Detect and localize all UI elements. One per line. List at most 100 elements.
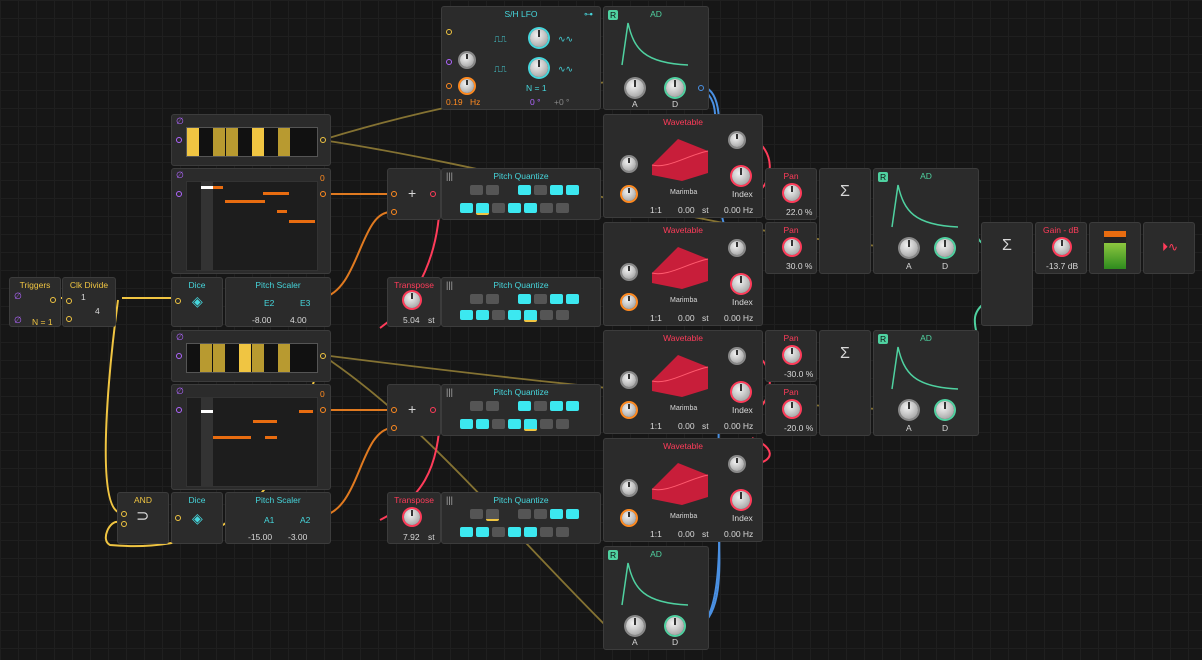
pitch-quantize-module-1[interactable]: ||| Pitch Quantize xyxy=(441,168,601,220)
note-sequencer-top[interactable]: ∅ 0 xyxy=(171,168,331,274)
pitch-quantize-module-4[interactable]: ||| Pitch Quantize xyxy=(441,492,601,544)
pan-module-3[interactable]: Pan -30.0 % xyxy=(765,330,817,382)
decay-knob[interactable] xyxy=(666,617,684,635)
fine-knob[interactable] xyxy=(622,403,636,417)
mixer-sum-module-2[interactable]: Σ xyxy=(819,330,871,436)
seq-in-port[interactable] xyxy=(176,407,182,413)
black-keys[interactable] xyxy=(470,509,579,521)
index-knob[interactable] xyxy=(732,167,750,185)
pitch-knob[interactable] xyxy=(622,265,636,279)
sh-lfo-module[interactable]: S/H LFO ⊶ ⎍⎍ ∿∿ ⎍⎍ ∿∿ N = 1 0.19 Hz 0 ° … xyxy=(441,6,601,110)
wavetable-module-2[interactable]: Wavetable Marimba Index 1:1 0.00 st 0.00… xyxy=(603,222,763,326)
triggers-module[interactable]: Triggers ∅ ∅ N = 1 xyxy=(9,277,61,327)
index-knob[interactable] xyxy=(732,491,750,509)
fine-knob[interactable] xyxy=(622,187,636,201)
pitch-knob[interactable] xyxy=(622,157,636,171)
gate-in-port[interactable] xyxy=(176,137,182,143)
wavetable-display[interactable] xyxy=(648,243,710,291)
ad-envelope-top[interactable]: R AD A D xyxy=(603,6,709,110)
white-keys[interactable] xyxy=(460,419,569,431)
piano-roll[interactable] xyxy=(186,397,318,487)
index-knob[interactable] xyxy=(732,383,750,401)
add-module-2[interactable]: + xyxy=(387,384,441,436)
step-sequencer-top[interactable]: ∅ xyxy=(171,114,331,166)
black-keys[interactable] xyxy=(470,294,579,304)
attack-knob[interactable] xyxy=(900,239,918,257)
ad-envelope-mid-2[interactable]: R AD A D xyxy=(873,330,979,436)
and-module[interactable]: AND ⊃ xyxy=(117,492,169,544)
ad-envelope-bottom[interactable]: R AD A D xyxy=(603,546,709,650)
envelope-graph[interactable] xyxy=(620,559,690,607)
clock-in-port[interactable] xyxy=(66,298,72,304)
retrigger-badge[interactable]: R xyxy=(878,334,889,344)
ad-envelope-mid-1[interactable]: R AD A D xyxy=(873,168,979,274)
pitch-quantize-module-3[interactable]: ||| Pitch Quantize xyxy=(441,384,601,436)
decay-knob[interactable] xyxy=(936,239,954,257)
lfo-mod-port[interactable] xyxy=(446,59,452,65)
gate-out-port[interactable] xyxy=(320,137,326,143)
retrigger-badge[interactable]: R xyxy=(608,10,619,20)
index-mod-knob[interactable] xyxy=(730,133,744,147)
decay-knob[interactable] xyxy=(936,401,954,419)
env-out-port[interactable] xyxy=(698,85,704,91)
retrigger-badge[interactable]: R xyxy=(608,550,619,560)
reset-in-port[interactable] xyxy=(66,316,72,322)
white-keys[interactable] xyxy=(460,527,569,537)
dice-module-1[interactable]: Dice ◈ xyxy=(171,277,223,327)
lfo-in-port[interactable] xyxy=(446,29,452,35)
add-module-1[interactable]: + xyxy=(387,168,441,220)
fine-knob[interactable] xyxy=(622,511,636,525)
lfo-knob-small[interactable] xyxy=(460,53,474,67)
wavetable-module-3[interactable]: Wavetable Marimba Index 1:1 0.00 st 0.00… xyxy=(603,330,763,434)
white-keys[interactable] xyxy=(460,310,569,322)
pan-knob[interactable] xyxy=(784,239,800,255)
step-sequencer-bottom[interactable]: ∅ xyxy=(171,330,331,382)
note-sequencer-bottom[interactable]: ∅ 0 xyxy=(171,384,331,490)
and-in-b[interactable] xyxy=(121,521,127,527)
gate-steps[interactable] xyxy=(186,343,318,373)
lfo-shape-knob-2[interactable] xyxy=(530,59,548,77)
pan-module-2[interactable]: Pan 30.0 % xyxy=(765,222,817,274)
pan-module-4[interactable]: Pan -20.0 % xyxy=(765,384,817,436)
index-mod-knob[interactable] xyxy=(730,457,744,471)
black-keys[interactable] xyxy=(470,185,579,195)
white-keys[interactable] xyxy=(460,203,569,215)
pitch-out-port[interactable] xyxy=(320,191,326,197)
index-mod-knob[interactable] xyxy=(730,241,744,255)
gain-knob[interactable] xyxy=(1054,239,1070,255)
pitch-quantize-module-2[interactable]: ||| Pitch Quantize xyxy=(441,277,601,327)
transpose-knob[interactable] xyxy=(404,292,420,308)
pitch-knob[interactable] xyxy=(622,373,636,387)
seq-in-port[interactable] xyxy=(176,191,182,197)
pan-module-1[interactable]: Pan 22.0 % xyxy=(765,168,817,220)
pan-knob[interactable] xyxy=(784,401,800,417)
gate-steps[interactable] xyxy=(186,127,318,157)
mixer-sum-module-1[interactable]: Σ xyxy=(819,168,871,274)
pitch-knob[interactable] xyxy=(622,481,636,495)
lfo-rate-knob[interactable] xyxy=(460,79,474,93)
envelope-graph[interactable] xyxy=(890,343,960,391)
dice-trigger-port[interactable] xyxy=(175,298,181,304)
piano-roll[interactable] xyxy=(186,181,318,271)
pitch-scaler-module-2[interactable]: Pitch Scaler A1 A2 -15.00 -3.00 xyxy=(225,492,331,544)
attack-knob[interactable] xyxy=(900,401,918,419)
add-out[interactable] xyxy=(430,407,436,413)
wavetable-module-1[interactable]: Wavetable Marimba Index 1:1 0.00 st 0.00… xyxy=(603,114,763,218)
transpose-module-2[interactable]: Transpose 7.92 st xyxy=(387,492,441,544)
pan-knob[interactable] xyxy=(784,347,800,363)
black-keys[interactable] xyxy=(470,401,579,411)
fine-knob[interactable] xyxy=(622,295,636,309)
lfo-shape-knob-1[interactable] xyxy=(530,29,548,47)
clk-divide-module[interactable]: Clk Divide 1 4 xyxy=(62,277,116,327)
wavetable-display[interactable] xyxy=(648,135,710,183)
audio-out-module[interactable]: ⏵∿ xyxy=(1143,222,1195,274)
mixer-sum-final[interactable]: Σ xyxy=(981,222,1033,326)
retrigger-badge[interactable]: R xyxy=(878,172,889,182)
add-in-1[interactable] xyxy=(391,407,397,413)
attack-knob[interactable] xyxy=(626,79,644,97)
pitch-out-port[interactable] xyxy=(320,407,326,413)
pan-knob[interactable] xyxy=(784,185,800,201)
wavetable-display[interactable] xyxy=(648,351,710,399)
envelope-graph[interactable] xyxy=(620,19,690,67)
wavetable-display[interactable] xyxy=(648,459,710,507)
